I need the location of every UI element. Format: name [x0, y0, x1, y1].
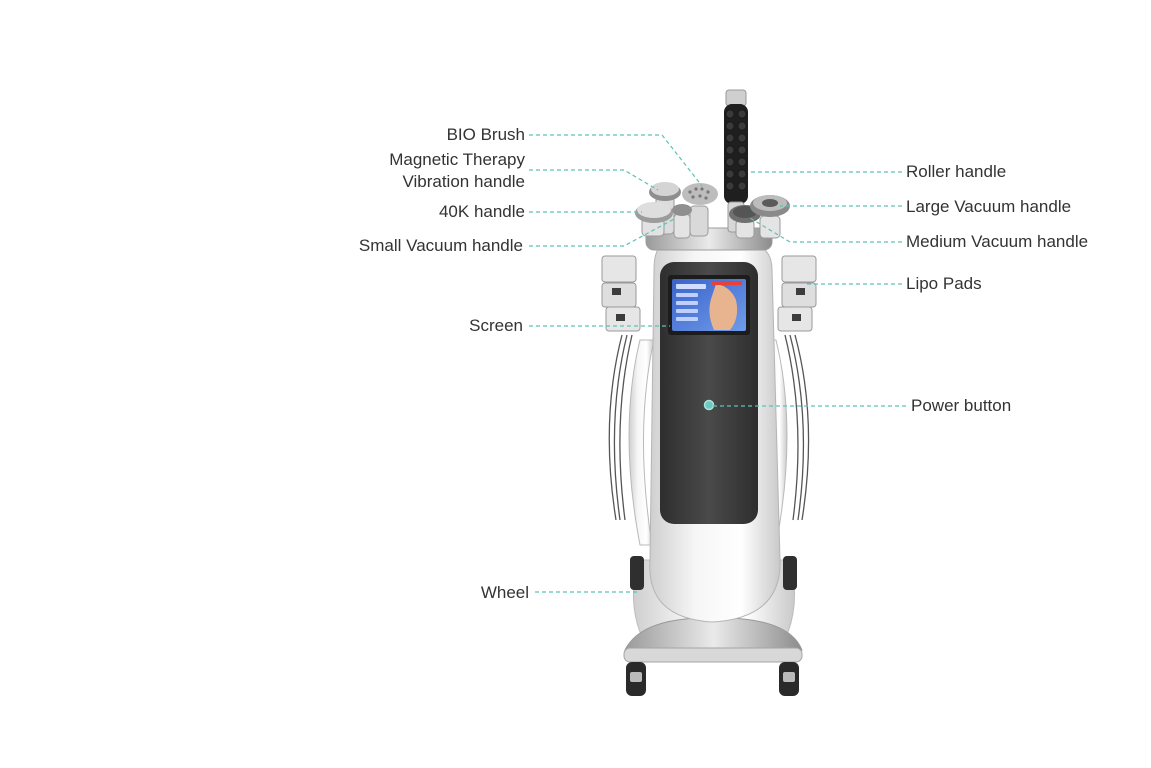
leader-medium-vacuum: [749, 217, 902, 243]
side-cables: [608, 334, 810, 521]
leader-small-vacuum: [529, 217, 677, 247]
label-small-vacuum: Small Vacuum handle: [358, 236, 523, 255]
label-bio-brush: BIO Brush: [446, 125, 525, 144]
label-40k-handle: 40K handle: [438, 202, 525, 221]
label-magnetic-therapy-line2: Vibration handle: [402, 172, 525, 191]
40k-handle-icon: [635, 202, 673, 237]
label-wheel: Wheel: [480, 583, 529, 602]
leader-magnetic-therapy: [529, 169, 659, 191]
label-lipo-pads: Lipo Pads: [906, 274, 982, 293]
label-screen: Screen: [469, 316, 523, 335]
label-power-button: Power button: [911, 396, 1012, 415]
wheel-icon: [626, 556, 799, 696]
label-medium-vacuum: Medium Vacuum handle: [906, 232, 1089, 251]
leader-lines: [529, 134, 906, 593]
label-roller-handle: Roller handle: [906, 162, 1007, 181]
leader-bio-brush: [529, 134, 703, 187]
power-button-icon: [703, 399, 715, 411]
label-large-vacuum: Large Vacuum handle: [906, 197, 1072, 216]
small-vacuum-handle-icon: [672, 204, 692, 239]
lipo-pads: [601, 255, 817, 332]
screen-display: [668, 275, 750, 335]
label-magnetic-therapy-line1: Magnetic Therapy: [389, 150, 525, 169]
label-magnetic-therapy: Magnetic Therapy Vibration handle: [389, 149, 525, 193]
